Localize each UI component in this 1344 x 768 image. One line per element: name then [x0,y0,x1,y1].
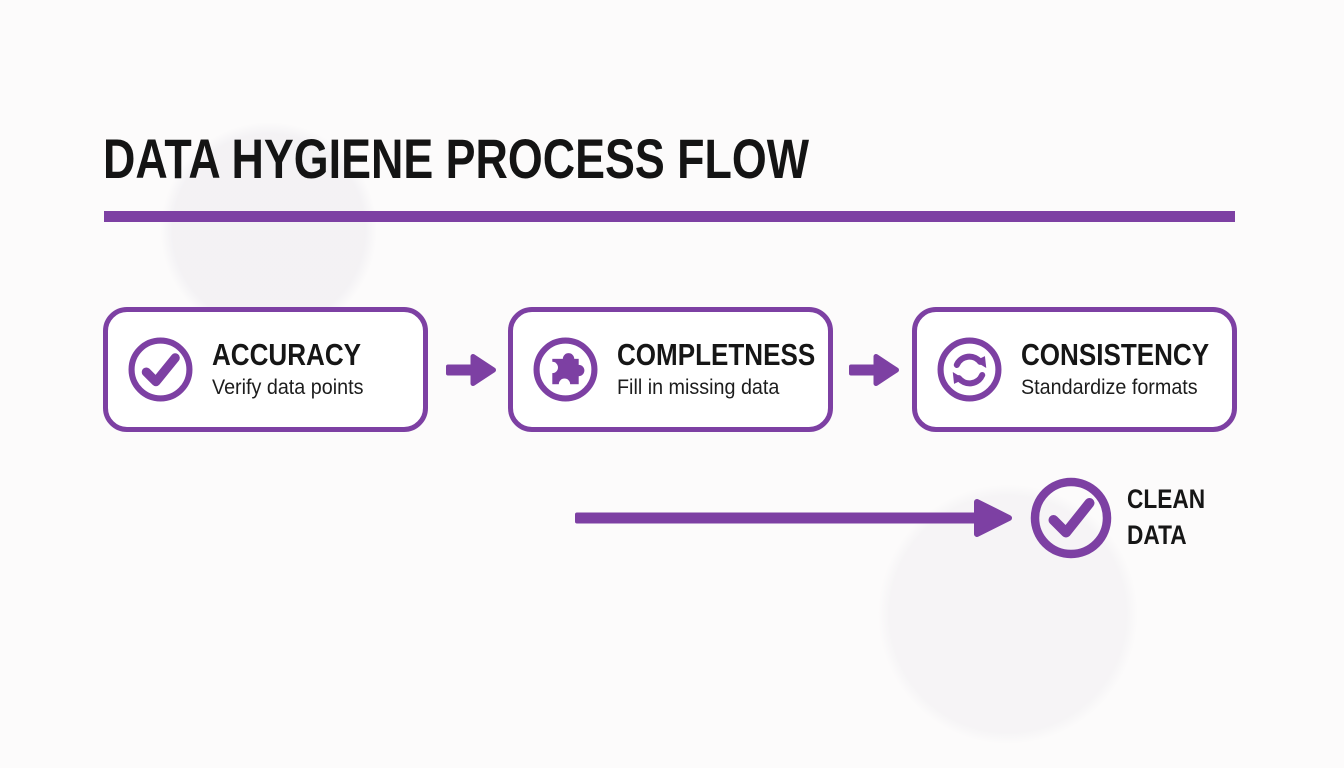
page-title: DATA HYGIENE PROCESS FLOW [103,127,810,190]
step-box-consistency: CONSISTENCY Standardize formats [912,307,1237,432]
step-label: CONSISTENCY [1021,337,1210,372]
step-box-completness: COMPLETNESS Fill in missing data [508,307,833,432]
puzzle-piece-icon [532,336,599,403]
title-divider [104,211,1235,222]
step-description: Verify data points [212,376,364,399]
right-arrow-icon [445,351,497,389]
long-right-arrow-icon [573,496,1015,540]
result-label: CLEAN DATA [1127,481,1205,553]
check-circle-icon [127,336,194,403]
step-label: COMPLETNESS [617,337,816,372]
right-arrow-icon [848,351,900,389]
step-description: Standardize formats [1021,376,1198,399]
step-box-accuracy: ACCURACY Verify data points [103,307,428,432]
step-description: Fill in missing data [617,376,780,399]
result-label-line1: CLEAN [1127,484,1206,514]
check-circle-icon [1028,475,1114,561]
step-label: ACCURACY [212,337,362,372]
sync-arrows-icon [936,336,1003,403]
result-label-line2: DATA [1127,520,1187,550]
